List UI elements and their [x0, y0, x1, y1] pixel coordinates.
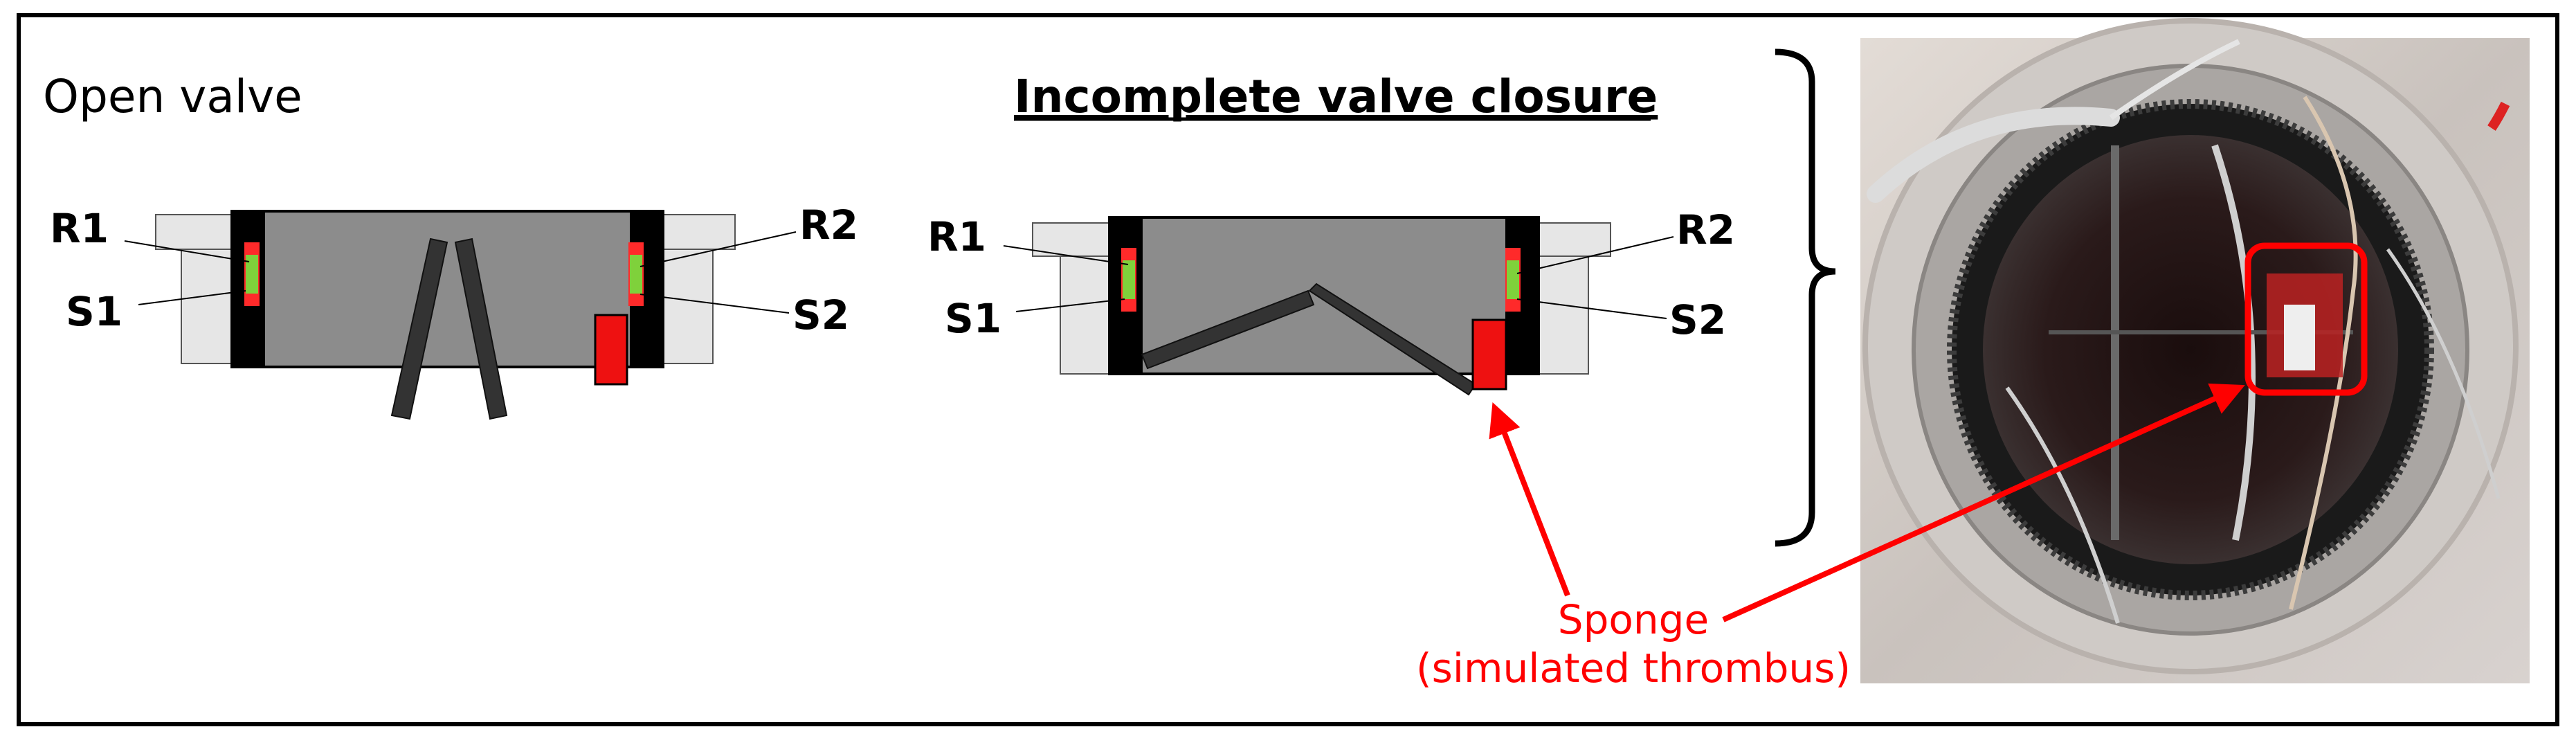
- label-s1-closure: S1: [945, 295, 1001, 342]
- incomplete-closure-title: Incomplete valve closure: [1014, 70, 1658, 123]
- sensor-green-right: [630, 255, 642, 294]
- label-r2-open: R2: [799, 201, 858, 249]
- valve-photo: [1860, 18, 2530, 683]
- leader-r2-closure: [1516, 236, 1674, 274]
- label-s2-open: S2: [792, 291, 849, 339]
- open-valve-panel: Open valve R1 S1 R2 S2: [43, 70, 858, 420]
- leaflet-left: [390, 237, 448, 420]
- label-r1-open: R1: [50, 205, 109, 252]
- outer-frame: [17, 13, 2559, 726]
- sensor-green-left: [1123, 260, 1135, 299]
- leaflet-right: [454, 237, 508, 420]
- right-flange-top: [1532, 222, 1611, 257]
- leader-s1-closure: [1015, 298, 1125, 312]
- valve-housing: [230, 210, 664, 368]
- red-wire: [2487, 101, 2510, 131]
- sensor-green-right: [1507, 260, 1519, 299]
- open-valve-title: Open valve: [43, 70, 302, 123]
- leader-s2-open: [640, 294, 790, 314]
- photo-leaflet-left: [2111, 145, 2119, 540]
- sponge-annotation: Sponge (simulated thrombus): [1416, 383, 2245, 692]
- right-flange-bottom: [657, 249, 714, 364]
- sensor-green-left: [246, 255, 258, 294]
- right-flange-top: [657, 214, 736, 250]
- leader-s1-open: [138, 290, 246, 305]
- left-flange-bottom: [181, 249, 239, 364]
- arrow-to-diagram-sponge: [1489, 402, 1570, 597]
- leaflet-left: [1141, 289, 1315, 370]
- grouping-bracket: [1775, 48, 1836, 547]
- annotation-line2: (simulated thrombus): [1416, 645, 1851, 692]
- annotation-line1: Sponge: [1558, 596, 1709, 643]
- thin-wire-4: [2386, 248, 2501, 499]
- label-s1-open: S1: [66, 288, 123, 335]
- left-flange-top: [1032, 222, 1116, 257]
- leader-r1-open: [124, 240, 250, 262]
- sewing-ring-texture: [1947, 99, 2434, 600]
- label-r2-closure: R2: [1676, 206, 1735, 253]
- incomplete-closure-panel: Incomplete valve closure R1 S1 R2 S2: [927, 70, 1735, 396]
- leader-r2-open: [640, 231, 797, 267]
- arrow-to-photo-sponge: [1722, 383, 2245, 622]
- highlight-box: [2244, 242, 2368, 396]
- label-s2-closure: S2: [1669, 296, 1726, 343]
- leader-s2-closure: [1516, 298, 1667, 319]
- photo-sponge-highlight: [2284, 305, 2315, 370]
- white-cable: [1867, 107, 2120, 203]
- thin-wire-2: [2289, 96, 2358, 610]
- left-flange-bottom: [1060, 255, 1116, 375]
- left-flange-top: [155, 214, 239, 250]
- label-r1-closure: R1: [927, 213, 986, 260]
- thin-wire-3: [2005, 386, 2120, 624]
- right-flange-bottom: [1532, 255, 1589, 375]
- sponge-open: [594, 314, 628, 386]
- thin-wire-1: [2109, 39, 2240, 120]
- leader-r1-closure: [1003, 245, 1129, 265]
- sponge-closure: [1471, 318, 1507, 391]
